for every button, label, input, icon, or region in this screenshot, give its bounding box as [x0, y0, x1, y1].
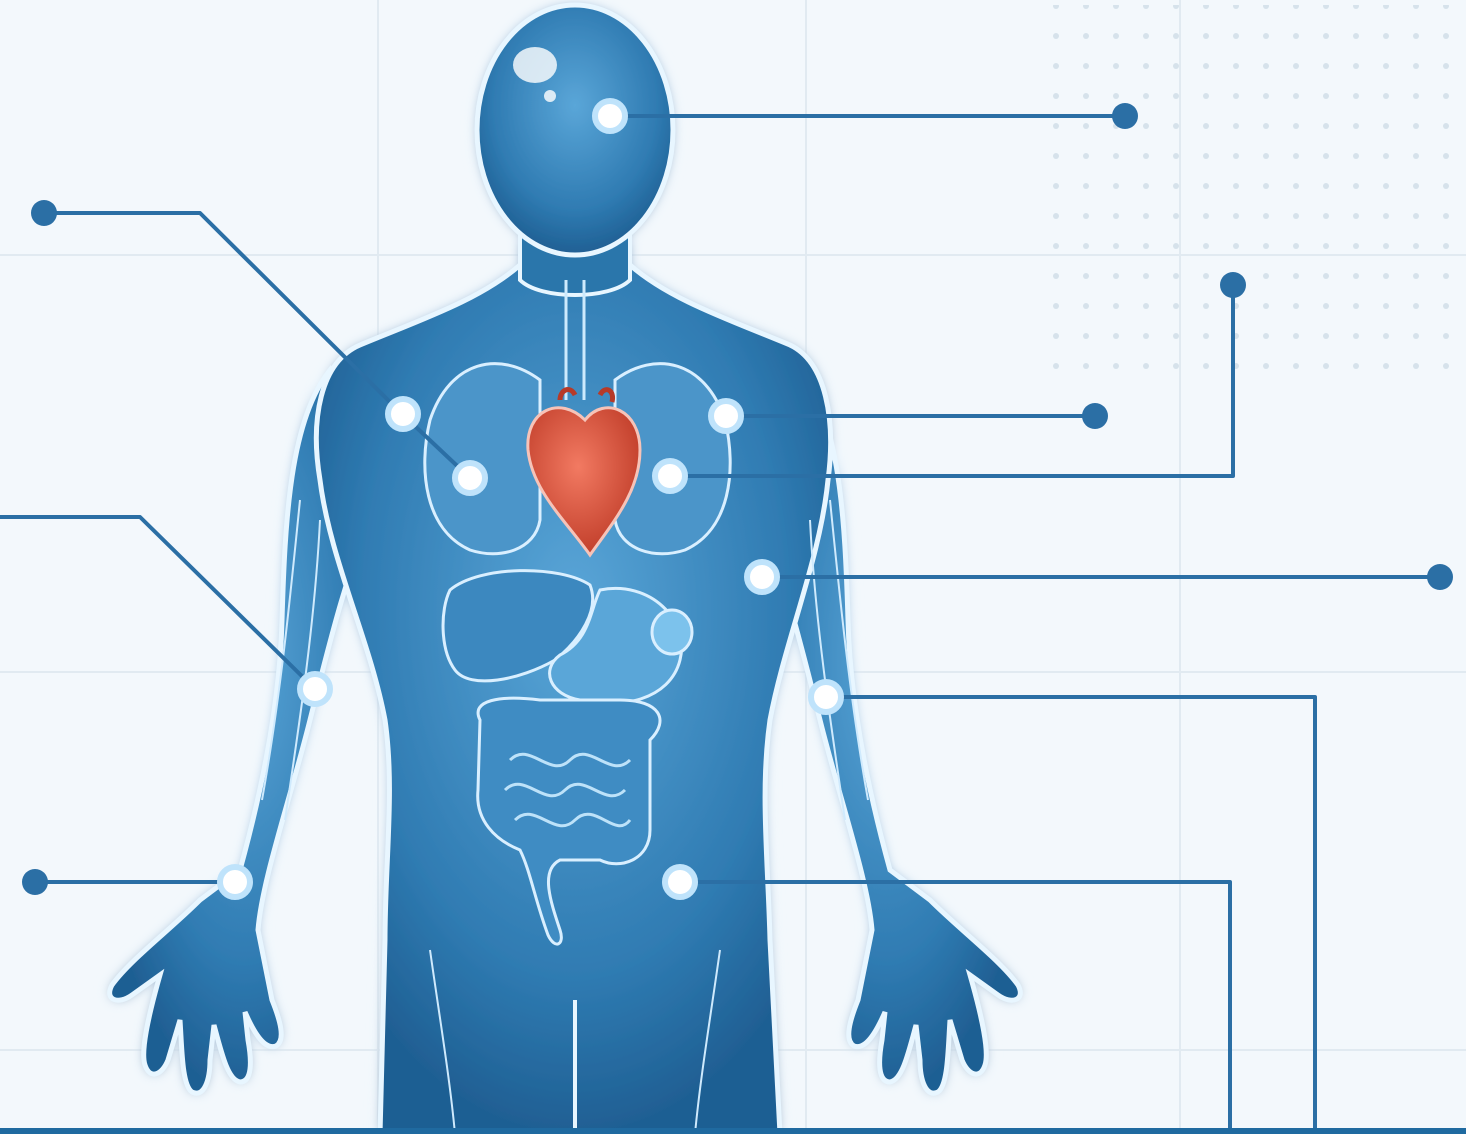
head-highlight-small [544, 90, 556, 102]
marker-wrist-left [220, 867, 250, 897]
endpoint-lung-right [1220, 272, 1246, 298]
head [477, 5, 673, 255]
marker-brain [595, 101, 625, 131]
endpoint-wrist-left [22, 869, 48, 895]
dot-pattern [1050, 5, 1466, 385]
endpoint-brain [1112, 103, 1138, 129]
endpoint-shoulder-left [31, 200, 57, 226]
marker-elbow-left [300, 674, 330, 704]
marker-lung-left [455, 463, 485, 493]
endpoint-upper-arm-right [1427, 564, 1453, 590]
marker-shoulder-right [711, 401, 741, 431]
marker-upper-arm-right [747, 562, 777, 592]
endpoint-shoulder-right [1082, 403, 1108, 429]
marker-shoulder-left [388, 399, 418, 429]
gallbladder [652, 610, 692, 654]
bottom-rule [0, 1128, 1466, 1134]
head-highlight [513, 47, 557, 83]
marker-lung-right [655, 461, 685, 491]
marker-abdomen [665, 867, 695, 897]
marker-elbow-right [811, 682, 841, 712]
left-lung [425, 364, 540, 554]
